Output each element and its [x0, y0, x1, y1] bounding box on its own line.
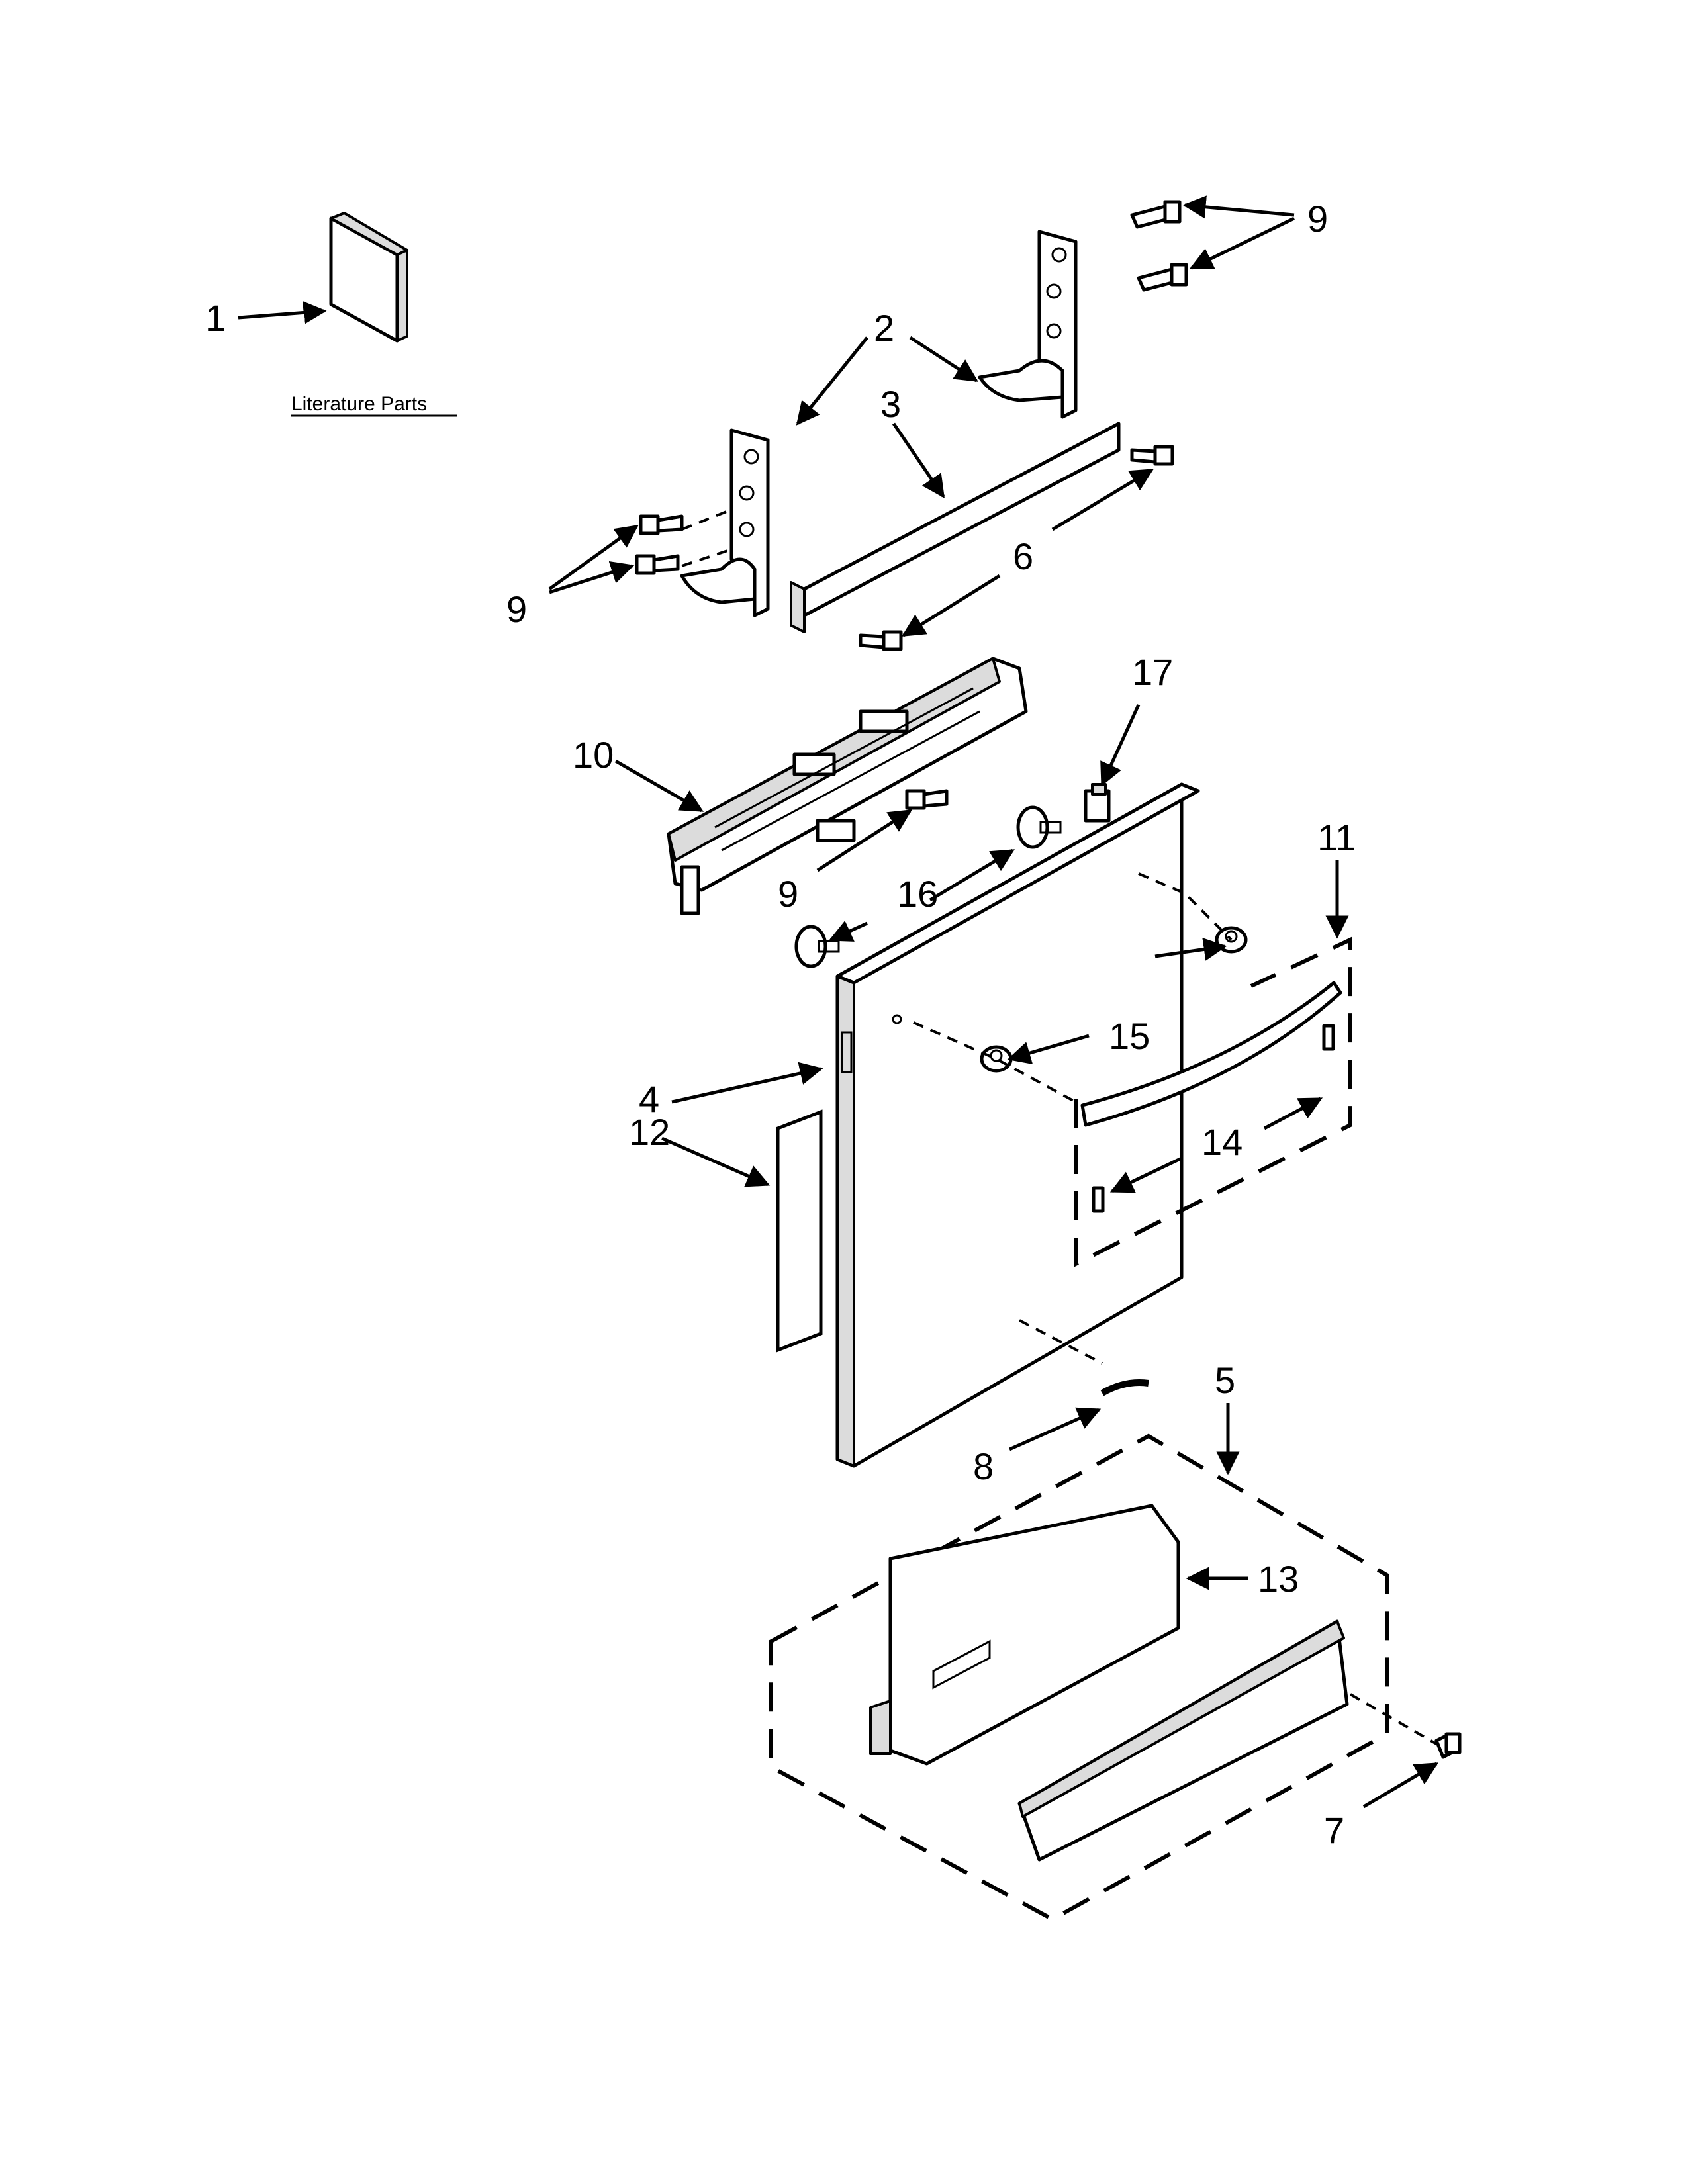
assembly-line-handle: [913, 1021, 1076, 1103]
callout-11: 11: [1317, 817, 1356, 858]
handle-mount-left: [980, 1045, 1013, 1073]
set-screw-left: [1092, 1186, 1105, 1213]
hinge-cap-lower: [794, 925, 840, 968]
callout-9-top: 9: [1307, 198, 1328, 240]
callout-13: 13: [1258, 1558, 1299, 1600]
door-panel: [835, 782, 1200, 1468]
callout-7: 7: [1324, 1809, 1344, 1851]
callout-6: 6: [1013, 535, 1033, 577]
assembly-line-bracket: [681, 508, 732, 531]
assembly-line-screw7: [1350, 1693, 1437, 1745]
callout-14: 14: [1201, 1121, 1243, 1163]
screw-6-right: [1130, 445, 1174, 466]
literature-parts-label: Literature Parts: [291, 393, 427, 415]
set-screw-right: [1322, 1024, 1335, 1051]
callout-2: 2: [874, 307, 894, 349]
callout-1: 1: [205, 297, 226, 339]
screw-9-middle: [905, 789, 949, 810]
mounting-bracket-left: [680, 428, 770, 617]
door-handle: [1080, 981, 1342, 1127]
assembly-line-door-top: [1138, 872, 1233, 941]
callout-5: 5: [1215, 1359, 1235, 1401]
door-clip: [1084, 783, 1111, 823]
leader-arrows: [238, 195, 1439, 1809]
screw-9-left-2: [635, 554, 680, 575]
callout-17: 17: [1132, 651, 1173, 693]
toe-panel: [869, 1504, 1180, 1766]
assembly-line-badge: [1019, 1319, 1103, 1365]
callout-4: 4: [639, 1078, 659, 1120]
callout-9-middle: 9: [778, 873, 798, 915]
callout-16: 16: [897, 873, 938, 915]
screw-7: [1434, 1732, 1462, 1759]
toe-kick-dashed-box: [769, 1433, 1389, 1922]
mounting-bracket-right: [978, 230, 1078, 419]
callout-10: 10: [573, 734, 614, 776]
callout-9-left: 9: [506, 588, 527, 630]
door-gasket: [776, 1109, 823, 1353]
toe-kick-plate: [1017, 1619, 1349, 1862]
screw-9-top-2: [1137, 263, 1188, 292]
control-panel-assembly: [667, 657, 1028, 915]
callout-15: 15: [1109, 1015, 1150, 1057]
callout-3: 3: [880, 383, 901, 425]
handle-kit-dashed-box: [1074, 936, 1352, 1267]
screw-9-left-1: [639, 514, 684, 535]
top-rail: [790, 422, 1121, 633]
callout-12: 12: [629, 1111, 670, 1153]
screw-9-top-1: [1130, 200, 1182, 229]
screw-6-left: [859, 630, 903, 651]
hinge-cap-upper: [1016, 805, 1062, 849]
brand-badge: [1100, 1379, 1149, 1396]
literature-booklet: [329, 212, 408, 343]
assembly-line-bracket-2: [681, 548, 732, 567]
callout-8: 8: [973, 1445, 994, 1487]
